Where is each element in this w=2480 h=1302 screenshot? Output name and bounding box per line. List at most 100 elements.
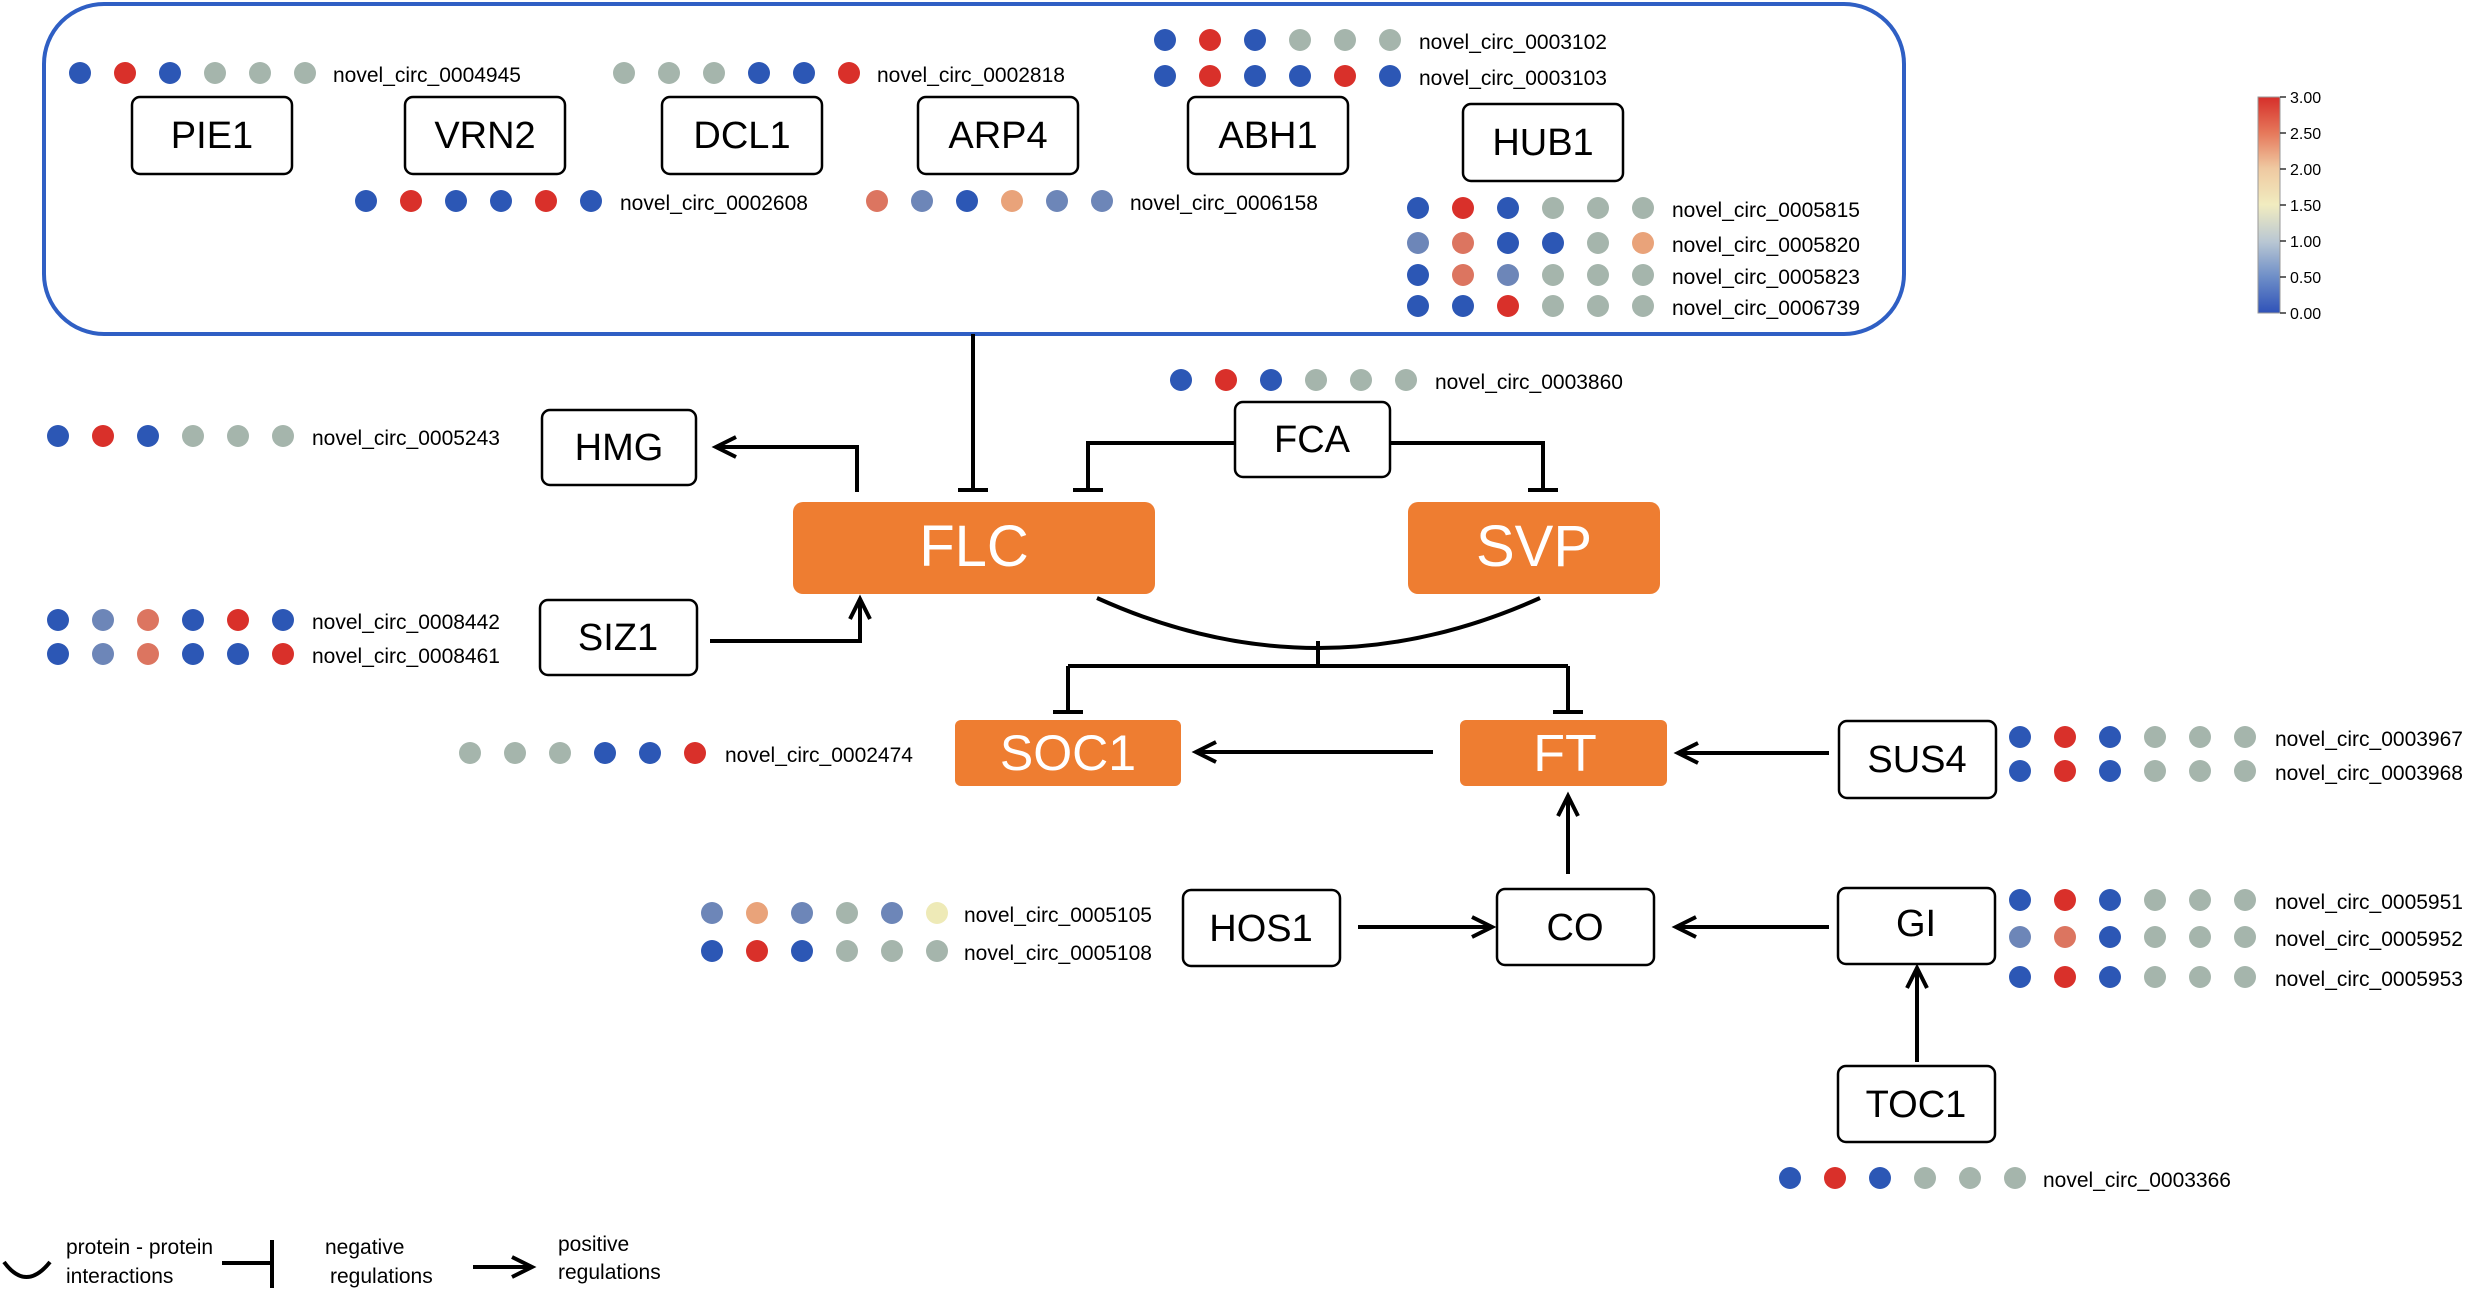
expression-dot-gray <box>836 940 858 962</box>
node-dcl1[interactable]: DCL1 <box>660 95 824 176</box>
expression-dot-midblue <box>1091 190 1113 212</box>
arrow-head-ft-sus4 <box>1673 741 1699 765</box>
circ-row-0005820: novel_circ_0005820 <box>1407 232 1860 257</box>
node-soc1-label: SOC1 <box>1000 725 1136 781</box>
circ-row-0003366: novel_circ_0003366 <box>1779 1167 2231 1192</box>
expression-dots <box>47 643 294 665</box>
edge-complex-to-targets <box>1068 641 1568 668</box>
expression-dot-blue <box>1154 29 1176 51</box>
circ-label: novel_circ_0003366 <box>2043 1169 2231 1192</box>
expression-dot-gray <box>2144 726 2166 748</box>
expression-dot-gray <box>2144 760 2166 782</box>
node-pie1[interactable]: PIE1 <box>130 95 294 176</box>
expression-dot-gray <box>2144 966 2166 988</box>
expression-dot-blue <box>1407 197 1429 219</box>
node-ft-label: FT <box>1533 725 1597 783</box>
expression-dot-gray <box>2234 926 2256 948</box>
node-sus4-label: SUS4 <box>1867 739 1966 781</box>
expression-dot-gray <box>2144 889 2166 911</box>
expression-dot-blue <box>1452 295 1474 317</box>
expression-dots <box>1779 1167 2026 1189</box>
expression-dot-gray <box>1632 295 1654 317</box>
node-pie1-label: PIE1 <box>171 115 253 157</box>
node-vrn2-label: VRN2 <box>434 115 535 157</box>
node-toc1[interactable]: TOC1 <box>1836 1064 1997 1144</box>
node-hos1[interactable]: HOS1 <box>1181 888 1342 968</box>
circ-row-0005108: novel_circ_0005108 <box>701 940 1152 965</box>
circ-label: novel_circ_0005951 <box>2275 891 2463 914</box>
circ-row-0005952: novel_circ_0005952 <box>2009 926 2463 951</box>
circrna-expression-rows: novel_circ_0004945 novel_circ_0002818 no… <box>47 29 2463 1192</box>
expression-dot-salmon <box>1452 232 1474 254</box>
node-flc[interactable]: FLC <box>793 502 1155 594</box>
node-fca[interactable]: FCA <box>1233 400 1392 479</box>
expression-dot-gray <box>1587 295 1609 317</box>
node-svp[interactable]: SVP <box>1408 502 1660 594</box>
circ-label: novel_circ_0005953 <box>2275 968 2463 991</box>
expression-dot-midblue <box>92 643 114 665</box>
expression-dot-blue <box>956 190 978 212</box>
expression-dot-midblue <box>701 902 723 924</box>
expression-dot-gray <box>1587 197 1609 219</box>
node-sus4[interactable]: SUS4 <box>1837 719 1998 800</box>
circ-row-0003103: novel_circ_0003103 <box>1154 65 1607 90</box>
node-soc1[interactable]: SOC1 <box>955 720 1181 786</box>
expression-dots <box>701 940 948 962</box>
expression-dot-blue <box>1407 264 1429 286</box>
expression-dot-red <box>684 742 706 764</box>
arrow-head-soc1 <box>1191 740 1217 764</box>
circ-row-0005815: novel_circ_0005815 <box>1407 197 1860 222</box>
node-arp4[interactable]: ARP4 <box>916 95 1080 176</box>
node-hmg[interactable]: HMG <box>540 408 698 487</box>
expression-dots <box>355 190 602 212</box>
expression-dot-blue <box>580 190 602 212</box>
expression-dot-red <box>1334 65 1356 87</box>
node-co[interactable]: CO <box>1495 887 1656 967</box>
expression-dot-midblue <box>1046 190 1068 212</box>
arrow-head-gi <box>1905 963 1929 989</box>
expression-dot-gray <box>2234 726 2256 748</box>
expression-dots <box>1154 65 1401 87</box>
expression-dot-blue <box>69 62 91 84</box>
expression-dot-gray <box>1542 295 1564 317</box>
node-gi[interactable]: GI <box>1836 886 1997 966</box>
expression-dot-gray <box>1542 197 1564 219</box>
circ-row-0005105: novel_circ_0005105 <box>701 902 1152 927</box>
expression-dot-midblue <box>2009 926 2031 948</box>
circ-row-0003102: novel_circ_0003102 <box>1154 29 1607 54</box>
expression-dot-blue <box>748 62 770 84</box>
expression-dot-blue <box>1497 197 1519 219</box>
expression-dot-peach <box>1632 232 1654 254</box>
expression-dot-blue <box>1244 29 1266 51</box>
color-scale-tick-label: 2.50 <box>2290 126 2321 143</box>
expression-dot-midblue <box>1497 264 1519 286</box>
expression-dot-blue <box>793 62 815 84</box>
ppi-arc-flc-svp <box>1096 596 1541 650</box>
node-siz1[interactable]: SIZ1 <box>538 598 699 677</box>
circ-row-0008442: novel_circ_0008442 <box>47 609 500 634</box>
expression-dot-gray <box>2234 889 2256 911</box>
expression-dot-gray <box>1305 369 1327 391</box>
node-hub1[interactable]: HUB1 <box>1461 102 1625 183</box>
node-vrn2[interactable]: VRN2 <box>403 95 567 176</box>
circ-row-0003967: novel_circ_0003967 <box>2009 726 2463 751</box>
circ-label: novel_circ_0003102 <box>1419 31 1607 54</box>
expression-dot-gray <box>2234 966 2256 988</box>
expression-dot-gray <box>1350 369 1372 391</box>
expression-dot-blue <box>2099 760 2121 782</box>
expression-dot-red <box>272 643 294 665</box>
expression-dot-salmon <box>866 190 888 212</box>
expression-dot-peach <box>746 902 768 924</box>
expression-dot-midblue <box>881 902 903 924</box>
node-flc-label: FLC <box>919 514 1029 579</box>
node-abh1[interactable]: ABH1 <box>1186 95 1350 176</box>
circ-row-0006739: novel_circ_0006739 <box>1407 295 1860 320</box>
color-scale-tick-label: 0.50 <box>2290 270 2321 287</box>
node-ft[interactable]: FT <box>1460 720 1667 786</box>
node-dcl1-label: DCL1 <box>693 115 790 157</box>
expression-dots <box>1407 264 1654 286</box>
expression-dot-salmon <box>2054 926 2076 948</box>
circ-label: novel_circ_0005243 <box>312 427 500 450</box>
expression-dot-blue <box>2099 966 2121 988</box>
expression-dot-blue <box>47 609 69 631</box>
